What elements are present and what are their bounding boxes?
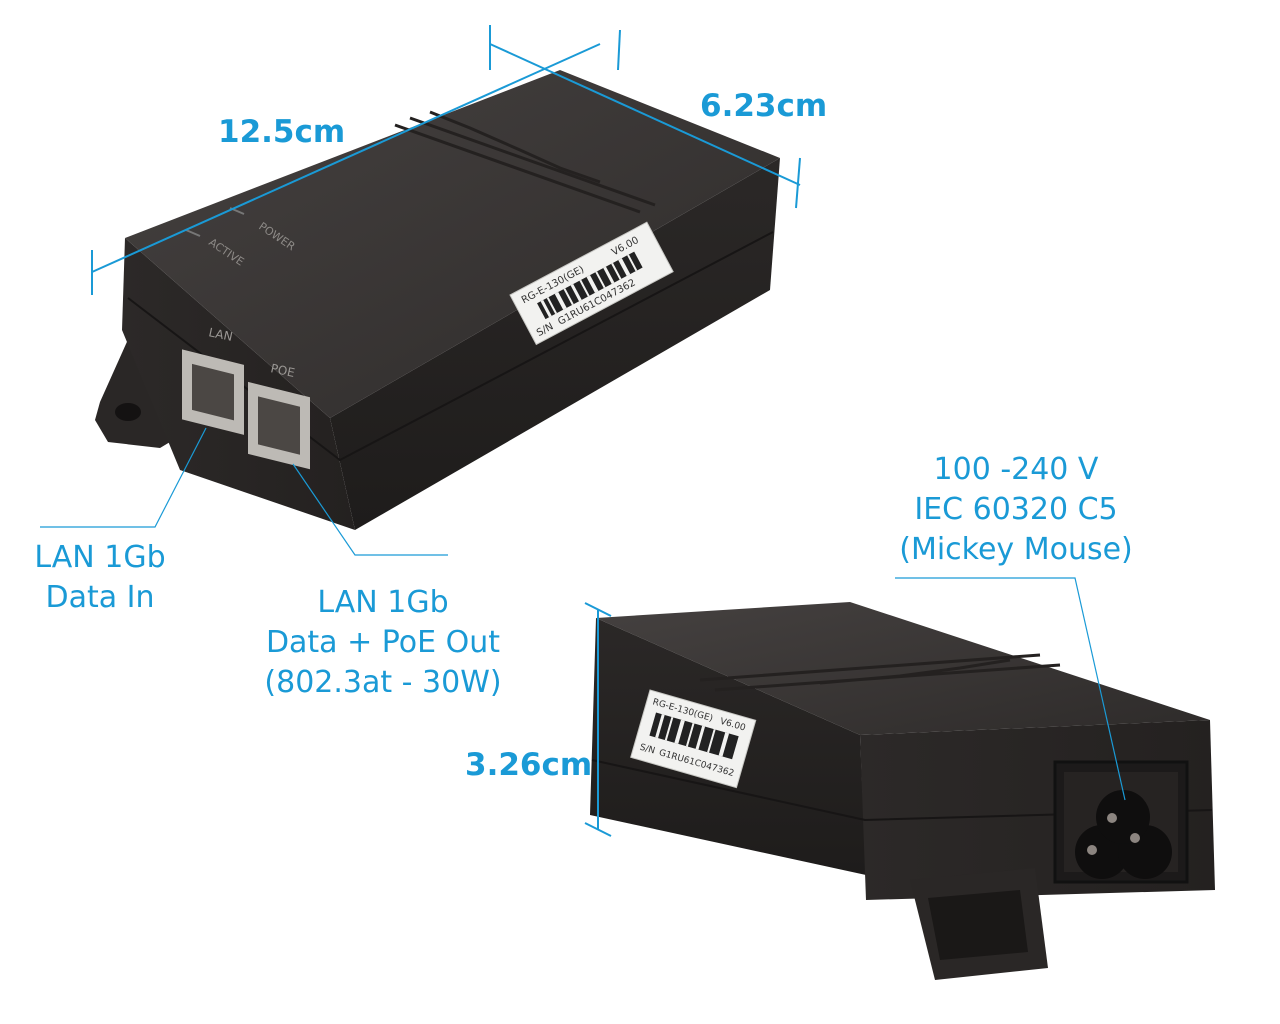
- device-top-face: [596, 602, 1210, 735]
- port-label-poe: POE: [269, 361, 296, 380]
- poe-injector-rear-view: RG-E-130(GE) V6.00 S/N G1RU61C047362: [590, 602, 1215, 980]
- c5-pin: [1130, 833, 1140, 843]
- callout-leaders: [40, 427, 1126, 801]
- top-groove-pattern: [699, 653, 1061, 692]
- product-sticker: RG-E-130(GE) V6.00 S/N G1RU61C047362: [630, 689, 757, 789]
- height-tick-bottom: [584, 822, 612, 837]
- length-dimension-label: 12.5cm: [218, 114, 346, 150]
- leader-poe-out: [292, 463, 448, 556]
- width-tick-right: [795, 157, 801, 209]
- callout-lan-data-in: LAN 1Gb Data In: [34, 540, 166, 615]
- width-dimension-line: [489, 43, 801, 186]
- width-tick-top-right: [617, 29, 621, 71]
- dimension-lines: [91, 25, 801, 837]
- device-top-face: [125, 70, 780, 418]
- height-tick-top: [584, 602, 612, 617]
- led-active-indicator: [185, 229, 201, 237]
- leader-power-in: [895, 577, 1126, 801]
- svg-text:S/N: S/N: [638, 743, 656, 757]
- top-groove-pattern: [394, 110, 656, 214]
- length-dimension-line: [91, 43, 601, 273]
- port-label-lan: LAN: [207, 325, 234, 344]
- callout-power-input: 100 -240 V IEC 60320 C5 (Mickey Mouse): [899, 452, 1133, 567]
- poe-injector-front-view: LAN POE POWER ACTIVE RG-E-130(GE) V6.00: [95, 70, 780, 530]
- callout-lan-poe-out: LAN 1Gb Data + PoE Out (802.3at - 30W): [264, 585, 502, 700]
- leader-lan-in: [40, 427, 207, 528]
- device-side-panel: [330, 158, 780, 530]
- mounting-hole: [115, 403, 141, 421]
- barcode: [537, 251, 643, 320]
- width-dimension-label: 6.23cm: [700, 88, 828, 124]
- c5-pin: [1107, 813, 1117, 823]
- height-dimension-label: 3.26cm: [465, 747, 593, 783]
- c5-pin: [1087, 845, 1097, 855]
